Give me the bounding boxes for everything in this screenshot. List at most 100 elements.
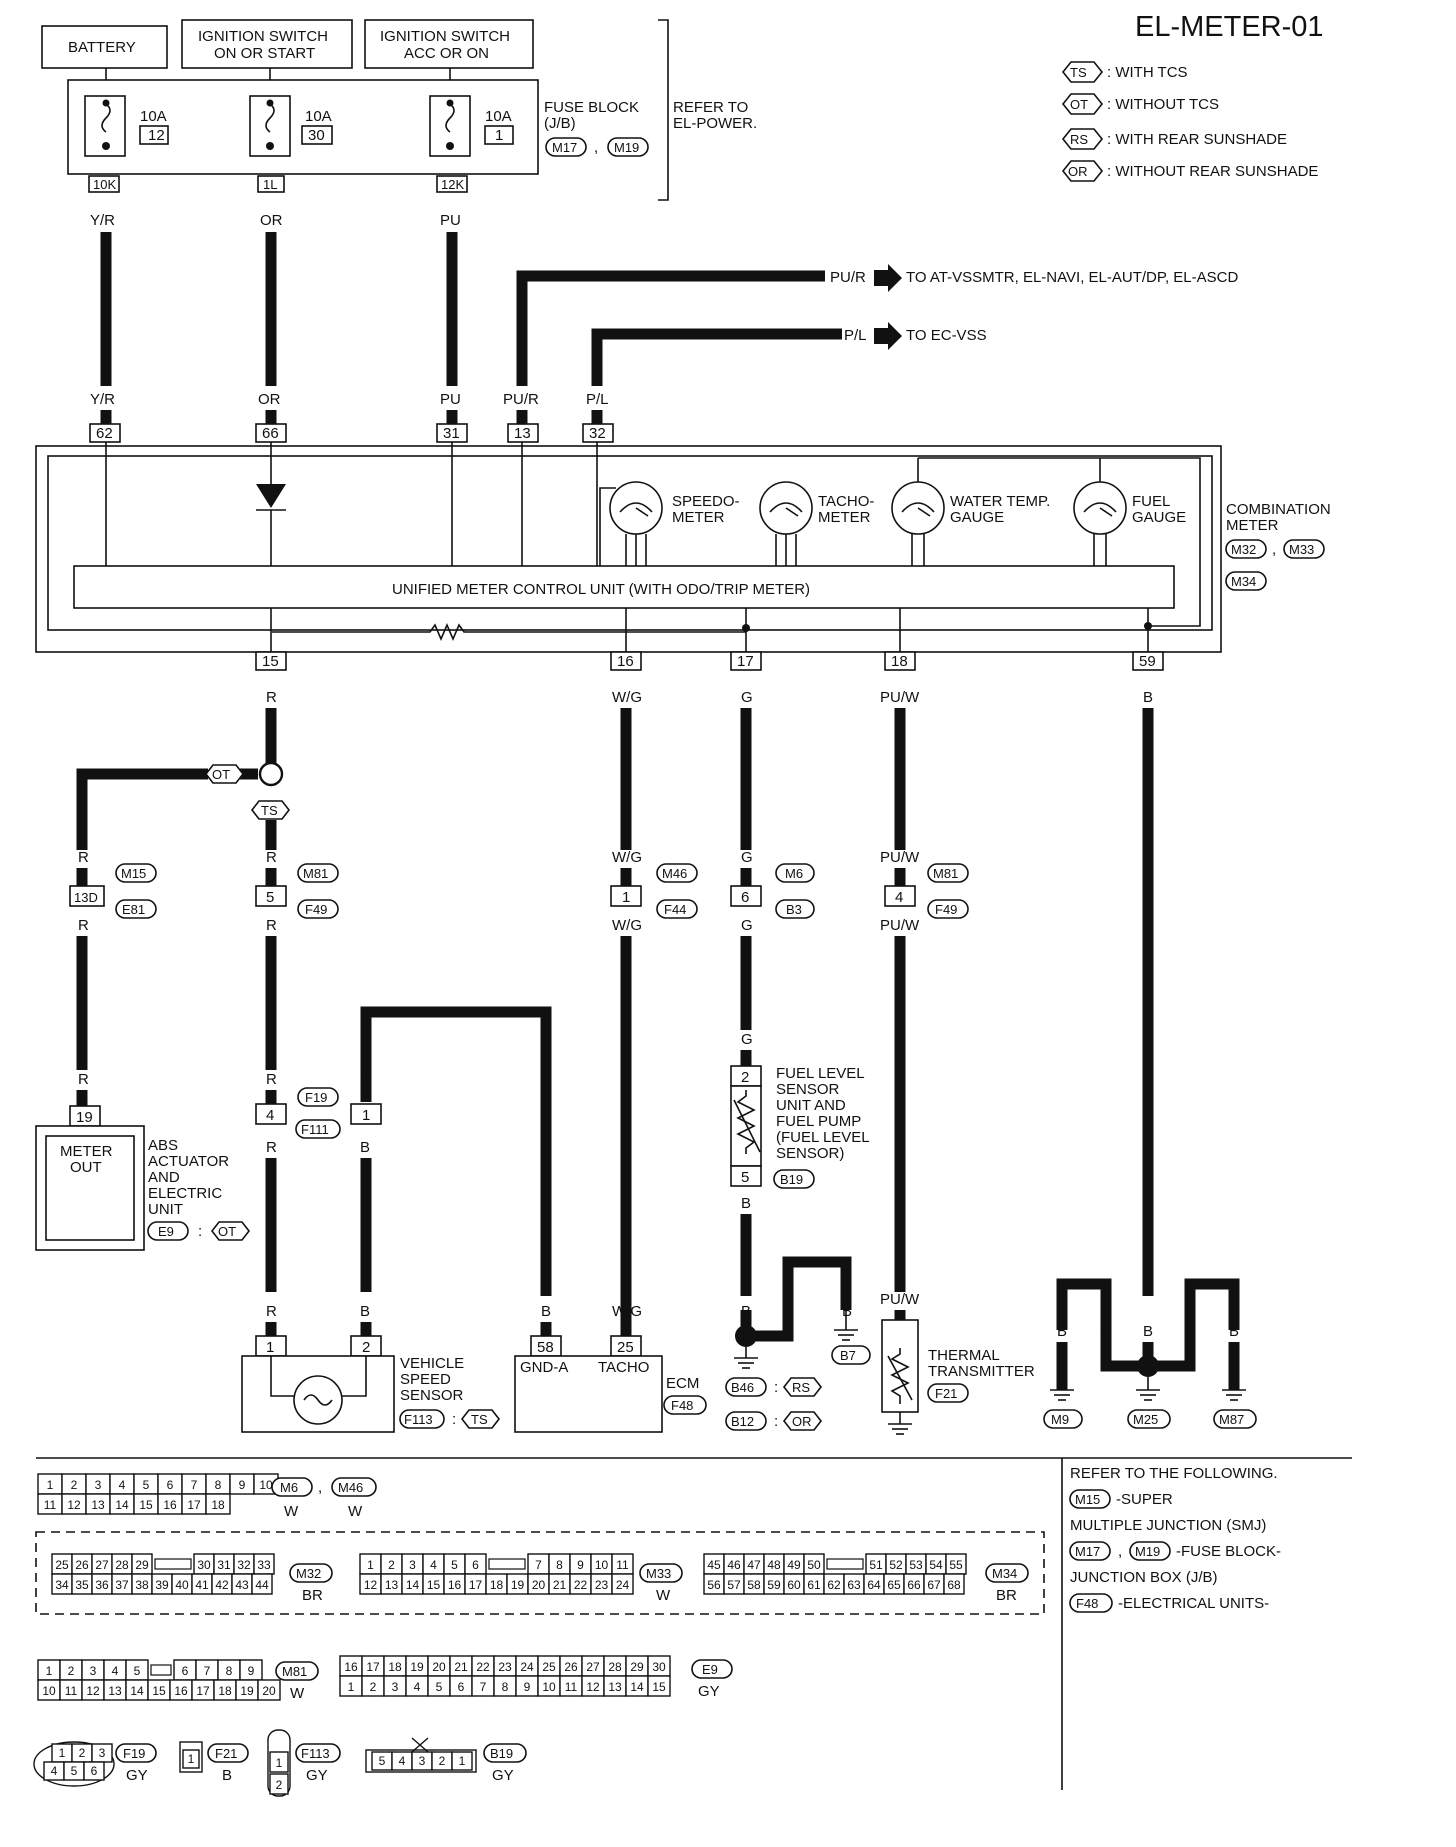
meter-top-terminals: Y/R 62 OR 66 PU 31 PU/R 13 P/L 32 [89,391,614,443]
e9-pin-29: 29 [630,1660,644,1674]
m33-pin-17: 17 [469,1578,483,1592]
gauge-tacho-l1: TACHO- [818,493,874,510]
f19-pin-cell [83,1761,105,1781]
m34-pin-67: 67 [927,1578,941,1592]
m6-pin-3: 3 [95,1478,102,1492]
e9-pin-15: 15 [652,1680,666,1694]
refer-box-t3: -ELECTRICAL UNITS- [1118,1595,1269,1612]
m6-pin-7: 7 [191,1478,198,1492]
combination-meter-l1: COMBINATION [1226,501,1331,518]
ground-b-colon-2: : [774,1413,778,1430]
legend: TS : WITH TCS OT : WITHOUT TCS RS : WITH… [1061,61,1318,182]
abs-label-1: ABS [148,1137,178,1154]
cv-e9-color: GY [698,1683,720,1700]
fuse-1-wire: Y/R [90,212,115,229]
cv-m34-color: BR [996,1587,1017,1604]
m6-pin-6: 6 [167,1478,174,1492]
m34-pin-66: 66 [907,1578,921,1592]
branch-a-wire: PU/R [830,269,866,286]
thermal-label-2: TRANSMITTER [928,1363,1035,1380]
ignition-acc-label-2: ACC OR ON [404,45,489,62]
fuse-3-number: 1 [495,127,503,144]
m33-pin-21: 21 [553,1578,567,1592]
e9-pin-13: 13 [608,1680,622,1694]
fuse-3-amp: 10A [485,108,512,125]
ground-m-symbol-1 [1050,1389,1074,1401]
combination-meter-connectors-frame [35,1531,1045,1615]
f19-wire-left-bot: R [266,1139,277,1156]
m81-pin-10: 10 [42,1684,56,1698]
ecm-gnd-a: GND-A [520,1359,568,1376]
ground-b7: B7 [840,1348,856,1363]
fuel-sender-l4: FUEL PUMP [776,1113,861,1130]
m34-pin-56: 56 [707,1578,721,1592]
m6-pin-12: 12 [67,1498,81,1512]
mid-4-wire-top: G [741,849,753,866]
ground-b-symbol-2 [834,1329,858,1341]
meter-top-wire-5: P/L [586,391,609,408]
splice-ot: OT [212,767,230,782]
ecm-box [514,1355,663,1433]
thermal-label-1: THERMAL [928,1347,1000,1364]
mid-5-wire-top: PU/W [880,849,920,866]
m81-pin-19: 19 [240,1684,254,1698]
e9-pin-25: 25 [542,1660,556,1674]
vss-cond: TS [471,1412,488,1427]
ground-m-symbol-3 [1222,1389,1246,1401]
m34-pin-cell [943,1573,965,1595]
e9-pin-4: 4 [414,1680,421,1694]
combination-meter-sep: , [1272,541,1276,558]
ground-b-cond-rs: RS [792,1380,810,1395]
cv-f21-name: F21 [215,1746,237,1761]
cv-m33-name: M33 [646,1566,671,1581]
m6-pin-18: 18 [211,1498,225,1512]
e9-pin-8: 8 [502,1680,509,1694]
f113-pin-cell [269,1751,289,1773]
e9-pin-27: 27 [586,1660,600,1674]
m81-pin-11: 11 [65,1684,78,1698]
m33-pin-20: 20 [532,1578,546,1592]
m32-pin-25: 25 [55,1558,69,1572]
fuel-sender-term-top: 2 [741,1069,749,1086]
mid-5-conn-a: M81 [933,866,958,881]
cv-f19-name: F19 [123,1746,145,1761]
e9-pin-6: 6 [458,1680,465,1694]
m81-pin-17: 17 [196,1684,210,1698]
gauge-tacho-l2: METER [818,509,871,526]
fuse-block-label-1: FUSE BLOCK [544,99,639,116]
m33-pin-5: 5 [451,1558,458,1572]
m33-pin-18: 18 [490,1578,504,1592]
meter-top-wire-1: Y/R [90,391,115,408]
mid-2-term: 5 [266,889,274,906]
refer-box-c2: M17 [1075,1544,1100,1559]
f19-term-right: 1 [362,1107,370,1124]
mid-2-conn-a: M81 [303,866,328,881]
m81-pin-5: 5 [134,1664,141,1678]
f19-conn-a: F19 [305,1090,327,1105]
m33-pin-16: 16 [448,1578,462,1592]
gauge-fuel-l1: FUEL [1132,493,1170,510]
m6-pin-11: 11 [44,1498,57,1512]
e9-pin-20: 20 [432,1660,446,1674]
abs-label-2: ACTUATOR [148,1153,229,1170]
e9-pin-9: 9 [524,1680,531,1694]
ground-b46: B46 [731,1380,754,1395]
meter-bottom-term-16: 16 [617,653,634,670]
refer-bracket [658,19,669,201]
meter-bottom-wire-59: B [1143,689,1153,706]
fuel-sender-l2: SENSOR [776,1081,840,1098]
m33-pin-10: 10 [595,1558,609,1572]
f113-pin-1: 1 [276,1756,283,1770]
diode-icon [256,484,286,508]
e9-pin-12: 12 [586,1680,600,1694]
cv-f113-name: F113 [301,1746,330,1761]
cv-b19-name: B19 [490,1746,513,1761]
ignition-on-box [181,19,353,69]
m34-pin-49: 49 [787,1558,801,1572]
mid-3-conn-b: F44 [664,902,686,917]
fuse-2-terminal: 1L [263,177,277,192]
m34-pin-54: 54 [929,1558,943,1572]
